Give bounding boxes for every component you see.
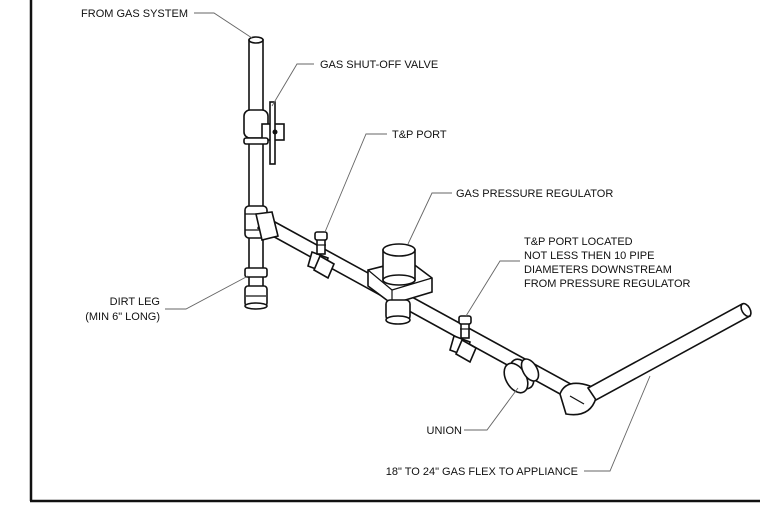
- pipe-coupling-2: [454, 338, 478, 364]
- label-gas-shutoff-valve: GAS SHUT-OFF VALVE: [320, 59, 438, 71]
- tp-located-line-3: DIAMETERS DOWNSTREAM: [524, 264, 672, 276]
- label-gas-pressure-regulator: GAS PRESSURE REGULATOR: [456, 188, 613, 200]
- label-from-gas-system: FROM GAS SYSTEM: [81, 8, 188, 20]
- pipe-coupling-1: [312, 254, 336, 280]
- tp-located-line-1: T&P PORT LOCATED: [524, 236, 633, 248]
- label-gas-flex: 18" TO 24" GAS FLEX TO APPLIANCE: [386, 466, 578, 478]
- union-fitting: [503, 358, 540, 394]
- dirt-leg-coupling: [244, 267, 268, 278]
- label-tp-port: T&P PORT: [392, 129, 447, 141]
- gas-shutoff-valve: [243, 101, 285, 165]
- label-tp-port-located: T&P PORT LOCATED NOT LESS THEN 10 PIPE D…: [524, 236, 691, 290]
- vertical-supply-pipe: [248, 36, 264, 301]
- drawing-frame: [29, 0, 760, 503]
- gas-pressure-regulator: [367, 243, 433, 325]
- tp-located-line-4: FROM PRESSURE REGULATOR: [524, 278, 691, 290]
- tee-branch-collar: [255, 211, 279, 241]
- dirt-leg-line-2: (MIN 6" LONG): [85, 311, 160, 323]
- tp-located-line-2: NOT LESS THEN 10 PIPE: [524, 250, 654, 262]
- dirt-leg-cap: [244, 285, 268, 310]
- label-union: UNION: [427, 425, 463, 437]
- gas-flex-connector: [586, 302, 752, 402]
- dirt-leg-line-1: DIRT LEG: [110, 296, 160, 308]
- leader-lines: [165, 12, 651, 472]
- label-dirt-leg: DIRT LEG (MIN 6" LONG): [85, 296, 160, 323]
